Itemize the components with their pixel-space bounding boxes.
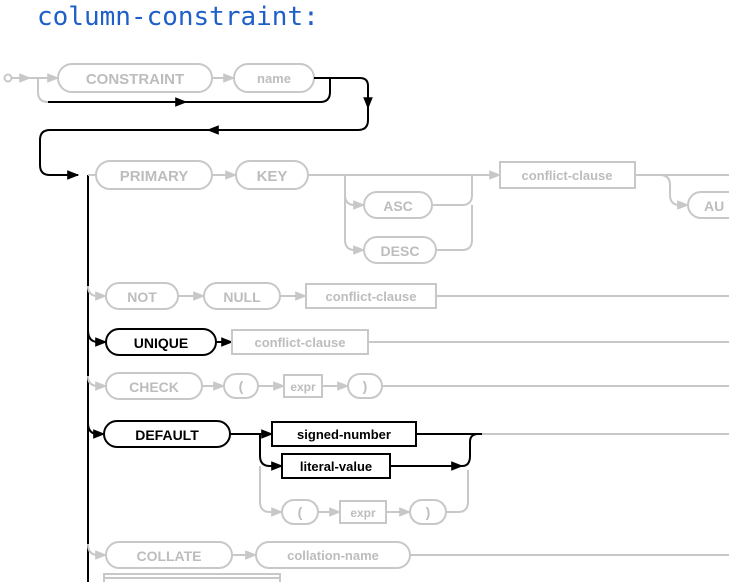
not-keyword-box	[105, 282, 179, 310]
check-keyword-label: CHECK	[129, 379, 179, 395]
main-flow-paths	[39, 77, 482, 582]
conflict-clause-ref-3	[231, 329, 369, 355]
open-paren-box-2	[281, 499, 319, 525]
literal-value-label: literal-value	[300, 459, 372, 474]
literal-value-ref	[281, 453, 391, 479]
close-paren-box-1	[347, 373, 383, 399]
signed-number-ref	[271, 421, 417, 447]
name-ref-label: name	[257, 71, 291, 86]
conflict-clause-label-2: conflict-clause	[325, 289, 416, 304]
primary-keyword-box	[95, 160, 213, 190]
open-paren-label-2: (	[298, 504, 303, 520]
partial-bottom-box	[103, 577, 281, 582]
collation-name-box	[255, 541, 411, 569]
default-keyword-box	[103, 420, 231, 448]
diagram-title: column-constraint:	[37, 2, 319, 32]
conflict-clause-ref-1	[499, 161, 636, 189]
collate-keyword-label: COLLATE	[136, 548, 201, 564]
asc-keyword-box	[363, 191, 433, 219]
null-keyword-box	[203, 282, 281, 310]
autoincrement-keyword-box	[687, 191, 729, 219]
expr-ref-1	[283, 374, 323, 398]
open-paren-box-1	[223, 373, 259, 399]
key-keyword-label: KEY	[257, 168, 288, 185]
default-keyword-label: DEFAULT	[135, 427, 199, 443]
key-keyword-box	[235, 160, 309, 190]
collation-name-label: collation-name	[287, 548, 379, 563]
not-keyword-label: NOT	[127, 289, 157, 305]
close-paren-label-1: )	[363, 378, 368, 394]
expr-label-1: expr	[290, 380, 316, 394]
autoincrement-keyword-label: AU	[704, 198, 724, 214]
conflict-clause-ref-2	[305, 283, 437, 309]
desc-keyword-label: DESC	[381, 243, 420, 259]
null-keyword-label: NULL	[223, 289, 261, 305]
primary-keyword-label: PRIMARY	[120, 168, 189, 185]
constraint-section	[3, 73, 236, 103]
unique-keyword-box	[105, 328, 217, 356]
close-paren-label-2: )	[426, 504, 431, 520]
conflict-clause-label-1: conflict-clause	[521, 168, 612, 183]
check-keyword-box	[105, 372, 203, 400]
expr-ref-2	[339, 500, 387, 524]
open-paren-label-1: (	[239, 378, 244, 394]
signed-number-label: signed-number	[297, 427, 391, 442]
constraint-keyword-label: CONSTRAINT	[86, 71, 184, 88]
close-paren-box-2	[409, 499, 447, 525]
conflict-clause-label-3: conflict-clause	[254, 335, 345, 350]
asc-keyword-label: ASC	[383, 198, 413, 214]
constraint-keyword-box	[57, 63, 213, 93]
expr-label-2: expr	[350, 506, 376, 520]
desc-keyword-box	[363, 236, 437, 264]
collate-keyword-box	[105, 541, 233, 569]
unique-keyword-label: UNIQUE	[134, 335, 188, 351]
